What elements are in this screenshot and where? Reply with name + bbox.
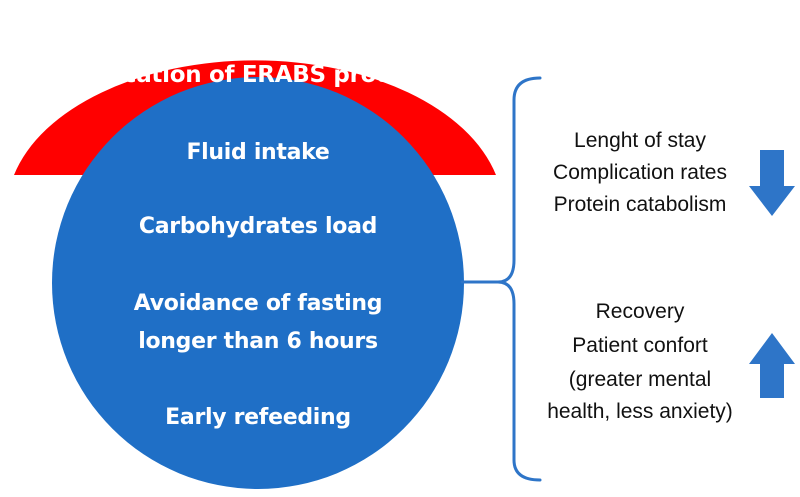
header-title: Application of ERABS protocols — [57, 62, 453, 88]
arrow-up-icon — [749, 333, 795, 398]
main-circle — [52, 77, 464, 489]
circle-item-carbohydrates-load: Carbohydrates load — [138, 214, 378, 239]
decrease-item-complication-rates: Complication rates — [553, 161, 727, 184]
curly-bracket — [497, 76, 542, 482]
increase-item-less-anxiety: health, less anxiety) — [547, 400, 733, 423]
circle-item-avoidance-of-fasting: Avoidance of fasting — [133, 291, 383, 316]
increase-item-patient-confort: Patient confort — [572, 334, 708, 357]
arrow-down-icon — [749, 150, 795, 216]
decrease-item-protein-catabolism: Protein catabolism — [553, 193, 727, 216]
circle-item-longer-than-6-hours: longer than 6 hours — [138, 329, 378, 354]
circle-item-fluid-intake: Fluid intake — [186, 140, 330, 165]
decrease-item-length-of-stay: Lenght of stay — [574, 129, 706, 152]
increase-item-greater-mental: (greater mental — [568, 368, 712, 391]
increase-item-recovery: Recovery — [595, 300, 685, 323]
circle-item-early-refeeding: Early refeeding — [165, 405, 351, 430]
